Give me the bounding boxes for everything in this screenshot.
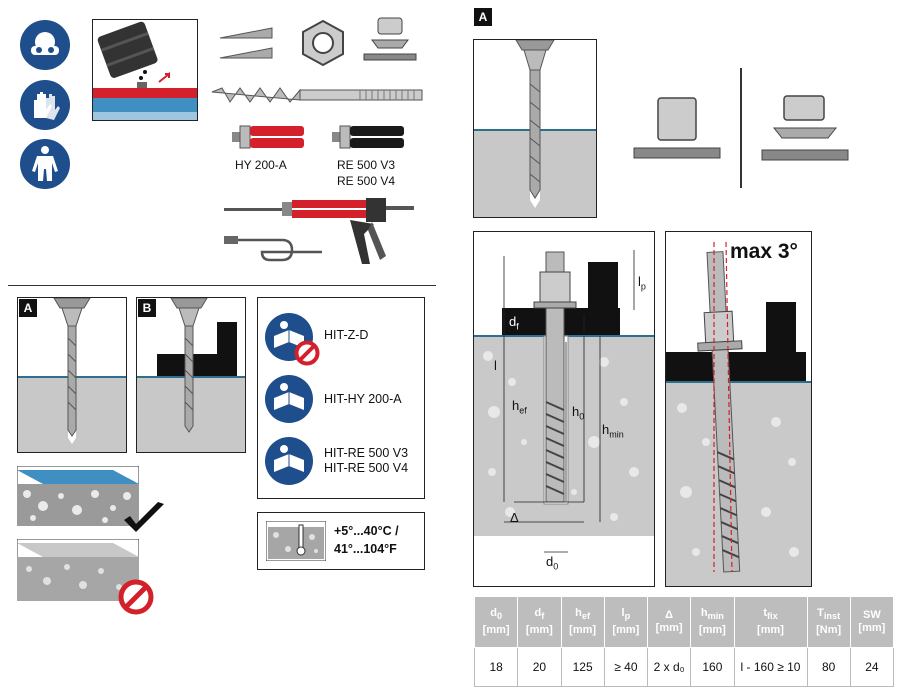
section-divider — [8, 285, 436, 286]
temperature-line-2: 41°...104°F — [334, 542, 397, 556]
label-l: l — [494, 358, 497, 373]
max-angle-label: max 3° — [730, 240, 798, 263]
dimension-diagram: df tfix lp l hef h0 hmin Δ d0 — [473, 231, 655, 587]
angle-drawing — [666, 241, 811, 586]
gloves-icon — [20, 80, 70, 130]
dimension-drawing — [474, 250, 654, 553]
cell-delta: 2 x d₀ — [646, 647, 692, 687]
cell-lp: ≥ 40 — [603, 647, 649, 687]
dispenser-gun-illustration — [224, 198, 414, 264]
label-delta: Δ — [510, 510, 519, 525]
hy-cartridge-label: HY 200-A — [235, 158, 287, 172]
label-lp: lp — [638, 274, 646, 292]
spec-table: d0[mm] df[mm] hef[mm] lp[mm] Δ[mm] hmin[… — [473, 596, 895, 687]
anchor-rod-illustration — [211, 87, 423, 103]
step-divider — [740, 68, 742, 188]
max-angle-diagram: max 3° — [665, 231, 812, 587]
read-manual-icon — [265, 375, 313, 423]
instruction-row-hit-z-d: HIT-Z-D — [258, 306, 424, 366]
table-row: 18 20 125 ≥ 40 2 x d₀ 160 l - 160 ≥ 10 8… — [473, 647, 895, 687]
instruction-text: HIT-HY 200-A — [324, 392, 402, 406]
nut-washer-illustration — [363, 17, 417, 61]
wedges-illustration — [219, 27, 273, 59]
nut-top-view-illustration — [302, 19, 344, 67]
header-lp: lp[mm] — [603, 596, 649, 648]
goggles-icon — [20, 20, 70, 70]
instructions-box: HIT-Z-D HIT-HY 200-A HIT-RE 500 V3 HIT-R… — [257, 297, 425, 499]
instruction-row-hit-re: HIT-RE 500 V3 HIT-RE 500 V4 — [258, 432, 424, 492]
header-df: df[mm] — [517, 596, 562, 648]
instruction-row-hit-hy: HIT-HY 200-A — [258, 370, 424, 430]
cell-tfix: l - 160 ≥ 10 — [733, 647, 808, 687]
cell-tinst: 80 — [806, 647, 851, 687]
header-delta: Δ[mm] — [646, 596, 692, 648]
header-hef: hef[mm] — [560, 596, 605, 648]
header-tinst: Tinst[Nm] — [806, 596, 851, 648]
panel-b-tag: B — [138, 299, 156, 317]
label-df: df — [509, 314, 519, 332]
instruction-text: HIT-RE 500 V3 — [324, 446, 409, 460]
re-cartridge-illustration — [332, 125, 404, 149]
re-cartridge-label-2: RE 500 V4 — [337, 174, 396, 188]
cell-d0: 18 — [473, 647, 519, 687]
oil-drum-surface-illustration — [92, 19, 198, 121]
temperature-line-1: +5°...40°C / — [334, 524, 399, 538]
cell-df: 20 — [517, 647, 562, 687]
cell-hef: 125 — [560, 647, 605, 687]
drilling-panel-a — [17, 297, 127, 453]
label-d0: d0 — [546, 554, 559, 572]
cell-sw: 24 — [849, 647, 895, 687]
re-cartridge-label-1: RE 500 V3 — [337, 158, 396, 172]
concrete-block-dry — [17, 539, 139, 601]
panel-a-tag: A — [19, 299, 37, 317]
nut-washer-step-1 — [633, 97, 721, 159]
label-hef: hef — [512, 398, 527, 416]
checkmark-icon — [124, 502, 164, 532]
thermometer-concrete-icon — [266, 521, 326, 561]
label-hmin: hmin — [602, 422, 624, 440]
label-h0: h0 — [572, 404, 585, 422]
temperature-box: +5°...40°C / 41°...104°F — [257, 512, 425, 570]
header-hmin: hmin[mm] — [690, 596, 735, 648]
instruction-text: HIT-Z-D — [324, 328, 369, 342]
instruction-text: HIT-RE 500 V4 — [324, 461, 409, 475]
header-tfix: tfix[mm] — [733, 596, 808, 648]
concrete-block-wet — [17, 466, 139, 526]
spec-table-header-row: d0[mm] df[mm] hef[mm] lp[mm] Δ[mm] hmin[… — [473, 596, 895, 648]
drilling-panel-b — [136, 297, 246, 453]
prohibited-icon — [294, 340, 320, 366]
nut-washer-step-2 — [761, 95, 849, 161]
drilling-panel-right — [473, 39, 597, 218]
label-tfix: tfix — [586, 312, 599, 330]
hy-cartridge-illustration — [232, 125, 304, 149]
cell-hmin: 160 — [690, 647, 735, 687]
prohibited-icon — [118, 579, 154, 615]
protective-suit-icon — [20, 139, 70, 189]
header-sw: SW[mm] — [849, 596, 895, 648]
right-panel-a-tag: A — [474, 8, 492, 26]
header-d0: d0[mm] — [473, 596, 519, 648]
read-manual-icon — [265, 437, 313, 485]
